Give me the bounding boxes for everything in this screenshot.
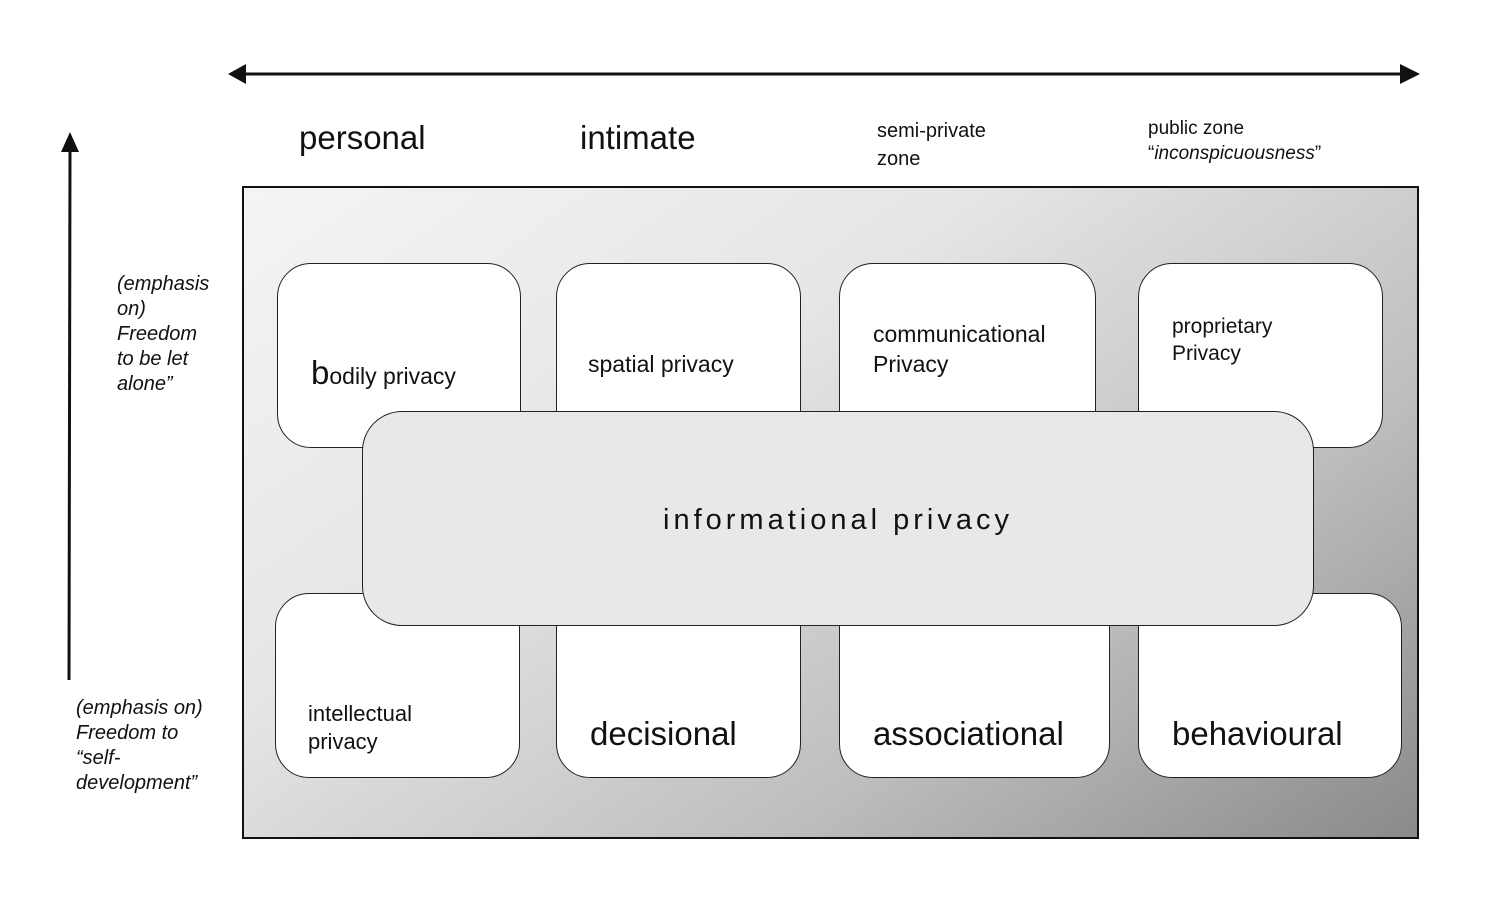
bodily-rest: odily privacy <box>329 363 456 389</box>
column-public-zone: public zone “inconspicuousness” <box>1148 116 1321 166</box>
public-zone-line2: “inconspicuousness” <box>1148 141 1321 166</box>
semi-private-line2: zone <box>877 148 921 170</box>
column-semi-private: semi-private zone <box>877 117 986 173</box>
side-label-bottom: (emphasis on) Freedom to “self- developm… <box>76 696 203 796</box>
side-bottom-line: “self- <box>76 747 121 769</box>
side-bottom-line: (emphasis on) <box>76 697 203 719</box>
informational-privacy-label: informational privacy <box>663 504 1013 536</box>
side-top-line: alone” <box>117 373 173 395</box>
proprietary-line2: Privacy <box>1172 342 1241 365</box>
public-open-quote: “ <box>1148 143 1155 164</box>
side-top-line: (emphasis <box>117 273 210 295</box>
side-top-line: Freedom <box>117 323 198 345</box>
left-arrowhead <box>228 64 246 84</box>
decisional-label: decisional <box>590 715 737 752</box>
proprietary-privacy-label: proprietary Privacy <box>1172 313 1272 367</box>
column-intimate: intimate <box>580 119 696 156</box>
intellectual-line1: intellectual <box>308 701 412 726</box>
up-arrowhead <box>61 132 79 152</box>
bodily-first-letter: b <box>311 354 330 391</box>
semi-private-line1: semi-private <box>877 120 986 142</box>
vertical-arrow <box>67 149 72 681</box>
right-arrowhead <box>1400 64 1420 84</box>
side-top-line: to be let <box>117 348 189 370</box>
behavioural-label: behavioural <box>1172 715 1343 752</box>
communicational-line2: Privacy <box>873 351 949 377</box>
public-close-quote: ” <box>1314 143 1322 164</box>
side-top-line: on) <box>117 298 146 320</box>
intellectual-line2: privacy <box>308 729 378 754</box>
side-label-top: (emphasis on) Freedom to be let alone” <box>117 272 209 397</box>
public-zone-line1: public zone <box>1148 118 1245 139</box>
associational-label: associational <box>873 715 1064 752</box>
communicational-line1: communicational <box>873 321 1046 347</box>
side-bottom-line: Freedom to <box>76 722 179 744</box>
side-bottom-line: development” <box>76 772 198 794</box>
intellectual-privacy-label: intellectual privacy <box>308 700 412 756</box>
spatial-privacy-label: spatial privacy <box>588 351 734 377</box>
proprietary-line1: proprietary <box>1172 315 1273 338</box>
column-personal: personal <box>299 119 426 156</box>
public-italic: inconspicuousness <box>1154 143 1315 164</box>
communicational-privacy-label: communicational Privacy <box>873 319 1046 379</box>
box-informational-privacy: informational privacy <box>362 411 1314 626</box>
bodily-privacy-label: bodily privacy <box>311 356 456 391</box>
